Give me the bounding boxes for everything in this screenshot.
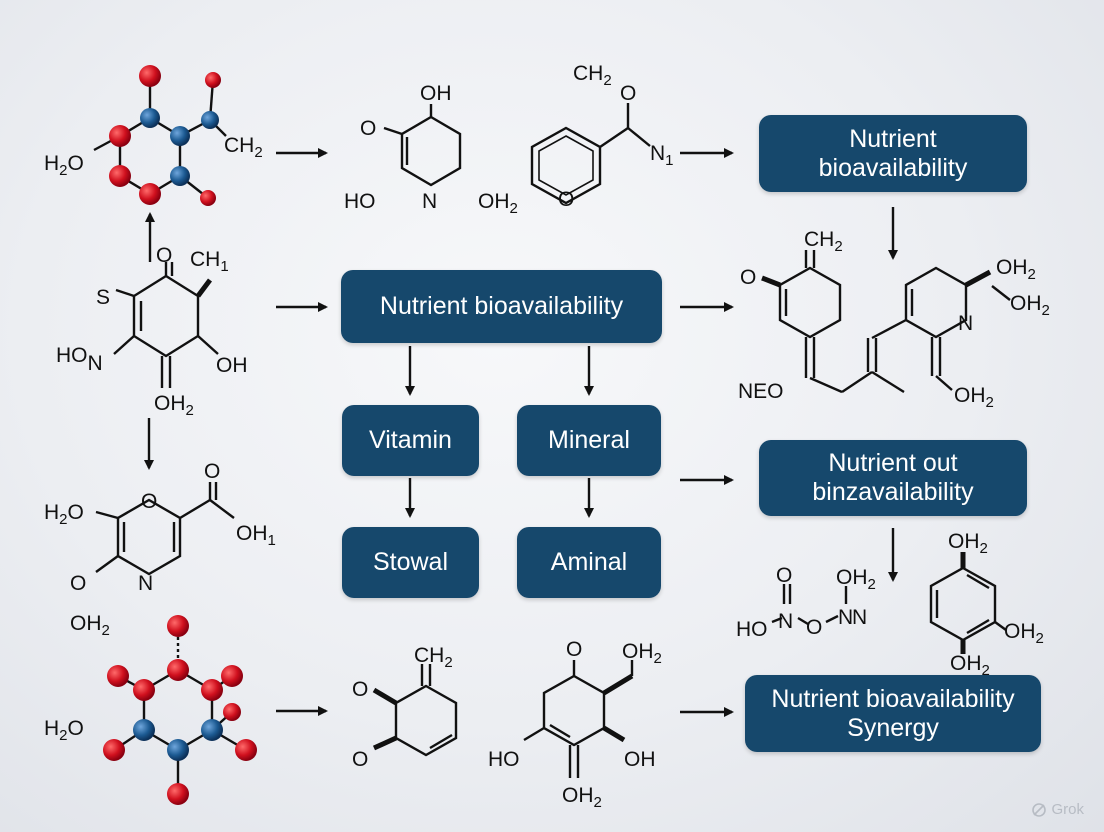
molecule-cyclohexane-left: S O CH1 HON OH OH2 (56, 244, 248, 419)
svg-text:HO: HO (488, 748, 520, 771)
svg-text:O: O (740, 266, 756, 289)
watermark-text: Grok (1051, 801, 1084, 818)
box-line: Nutrient (849, 124, 937, 153)
svg-text:OH1: OH1 (236, 522, 276, 549)
svg-text:CH2: CH2 (573, 62, 612, 89)
box-line: Nutrient out (828, 449, 958, 478)
box-line: binzavailability (812, 478, 974, 506)
grok-logo-icon (1032, 802, 1047, 817)
box-nutrient-bioavailability-top: Nutrient bioavailability (759, 115, 1027, 192)
svg-text:OH2: OH2 (154, 392, 194, 419)
svg-text:H2O: H2O (44, 501, 84, 528)
svg-text:CH1: CH1 (190, 248, 229, 275)
box-label: Stowal (372, 548, 449, 577)
box-nutrient-synergy: Nutrient bioavailability Synergy (745, 675, 1041, 752)
box-aminal: Aminal (517, 527, 661, 598)
svg-text:O: O (70, 572, 86, 595)
svg-text:CH2: CH2 (414, 644, 453, 671)
svg-text:OH: OH (216, 354, 248, 377)
svg-text:NEO: NEO (738, 380, 784, 403)
box-line: bioavailability (818, 153, 968, 182)
svg-text:OH2: OH2 (1004, 620, 1044, 647)
svg-text:N: N (958, 312, 973, 335)
svg-text:OH2: OH2 (478, 190, 518, 217)
svg-text:HO: HO (736, 618, 768, 641)
box-nutrient-out: Nutrient out binzavailability (759, 440, 1027, 516)
svg-text:H2O: H2O (44, 152, 84, 179)
box-label: Aminal (550, 548, 628, 577)
box-mineral: Mineral (517, 405, 661, 476)
svg-text:O: O (352, 678, 368, 701)
svg-text:O: O (806, 616, 822, 639)
molecule-oxazine-acid: H2O O O OH1 O N OH2 (44, 460, 276, 639)
box-nutrient-bioavailability-center: Nutrient bioavailability (341, 270, 662, 343)
svg-text:OH2: OH2 (562, 784, 602, 811)
molecule-pyran-amide: CH2 O O N1 (530, 62, 674, 211)
svg-text:O: O (360, 117, 376, 140)
svg-text:CH2: CH2 (804, 228, 843, 255)
arrows (144, 148, 898, 717)
svg-text:N: N (422, 190, 437, 213)
molecule-right-conjugated: CH2 O OH2 OH2 N NEO OH2 (738, 228, 1050, 411)
svg-text:OH2: OH2 (70, 612, 110, 639)
box-label: Vitamin (369, 426, 452, 455)
molecule-nitro-chain: O OH2 HO N O N N (736, 564, 876, 641)
svg-text:O: O (558, 188, 574, 211)
svg-text:S: S (96, 286, 110, 309)
svg-text:O: O (620, 82, 636, 105)
box-stowal: Stowal (342, 527, 479, 598)
svg-text:O: O (141, 490, 157, 513)
svg-text:N: N (838, 606, 853, 629)
svg-text:N: N (778, 610, 793, 633)
svg-text:O: O (352, 748, 368, 771)
box-vitamin: Vitamin (342, 405, 479, 476)
svg-text:O: O (156, 244, 172, 267)
molecule-cyclohexene: CH2 O O (352, 644, 458, 771)
svg-text:OH2: OH2 (996, 256, 1036, 283)
svg-text:N1: N1 (650, 142, 674, 169)
svg-text:OH2: OH2 (836, 566, 876, 593)
svg-text:OH: OH (420, 82, 452, 105)
molecule-ball-stick-bottom: H2O (44, 615, 257, 805)
svg-text:H2O: H2O (44, 717, 84, 744)
molecule-cyclohexenone: O OH2 HO OH OH2 (488, 638, 662, 811)
svg-text:OH2: OH2 (948, 530, 988, 557)
svg-text:O: O (776, 564, 792, 587)
box-label: Mineral (548, 426, 630, 455)
molecule-pyridinone: OH O HO N OH2 (344, 82, 518, 217)
svg-text:O: O (204, 460, 220, 483)
svg-text:OH2: OH2 (1010, 292, 1050, 319)
svg-text:O: O (566, 638, 582, 661)
svg-text:OH2: OH2 (622, 640, 662, 667)
molecule-ball-stick-top: H2O CH2 (44, 65, 263, 206)
svg-text:HO: HO (344, 190, 376, 213)
box-line: Synergy (847, 713, 939, 742)
svg-text:HON: HON (56, 344, 103, 375)
watermark: Grok (1031, 801, 1084, 818)
box-line: Nutrient bioavailability (771, 684, 1015, 713)
svg-text:OH2: OH2 (954, 384, 994, 411)
box-label: Nutrient bioavailability (379, 292, 624, 321)
svg-text:N: N (138, 572, 153, 595)
molecule-benzene-diol: OH2 OH2 OH2 (929, 530, 1044, 679)
svg-text:N: N (852, 606, 867, 629)
svg-text:CH2: CH2 (224, 134, 263, 161)
svg-text:OH: OH (624, 748, 656, 771)
svg-text:OH2: OH2 (950, 652, 990, 679)
